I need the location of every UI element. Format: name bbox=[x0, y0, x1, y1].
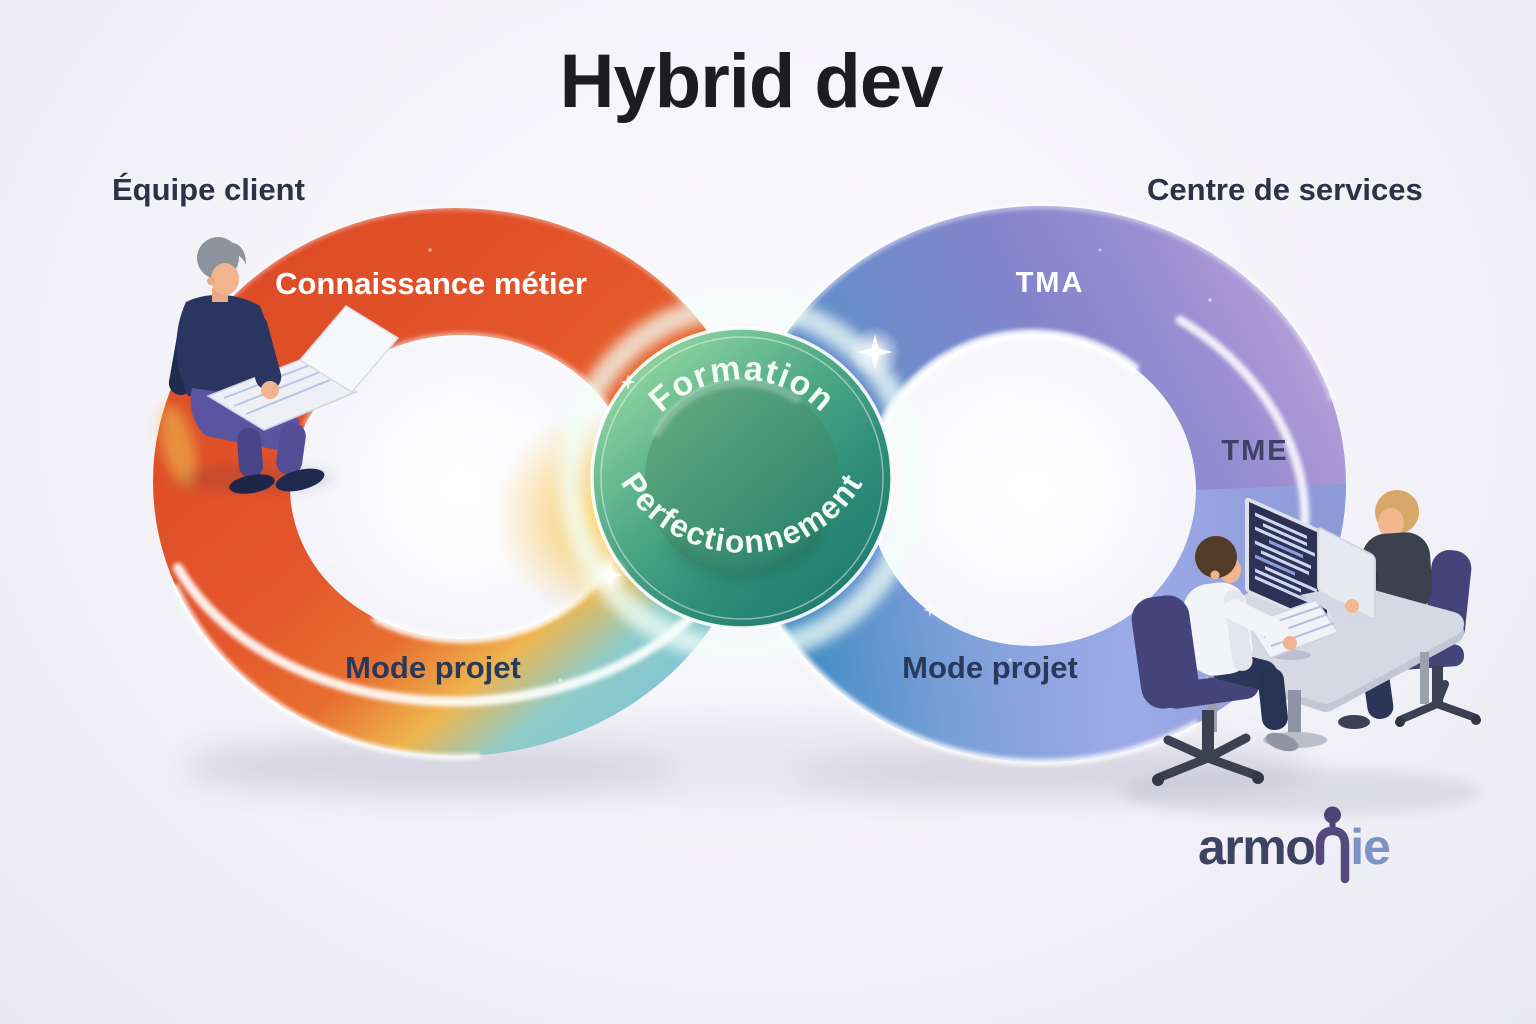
client-team-heading: Équipe client bbox=[112, 172, 305, 207]
armonie-logo: armo ie bbox=[1198, 792, 1391, 884]
service-team-illustration bbox=[1131, 490, 1481, 786]
band-speckles-right bbox=[903, 248, 1212, 662]
mode-projet-right-label: Mode projet bbox=[902, 650, 1078, 685]
logo-text-prefix: armo bbox=[1198, 819, 1316, 875]
services-heading: Centre de services bbox=[1147, 172, 1423, 207]
person-glyph-icon bbox=[1316, 806, 1350, 884]
sparkle-icons bbox=[590, 326, 937, 617]
page-title: Hybrid dev bbox=[559, 39, 944, 124]
connaissance-band-label: Connaissance métier bbox=[275, 266, 587, 301]
tme-band-label: TME bbox=[1221, 435, 1289, 467]
center-circle-badge: Formation Perfectionnement bbox=[495, 294, 926, 662]
mode-projet-left-label: Mode projet bbox=[345, 650, 521, 685]
tma-band-label: TMA bbox=[1015, 267, 1085, 299]
client-person-illustration bbox=[168, 237, 400, 494]
logo-text-suffix: ie bbox=[1350, 819, 1391, 875]
